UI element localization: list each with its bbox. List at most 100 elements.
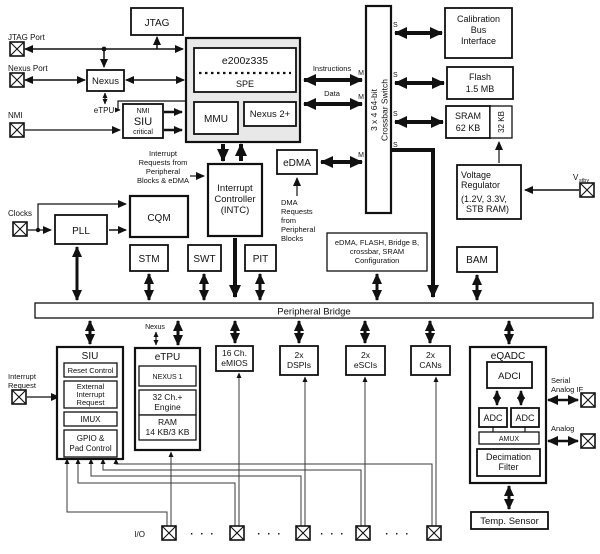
master-port-label-1: M — [358, 70, 364, 77]
eqadc-adc-right: ADC — [515, 413, 535, 423]
nexus-port-pad-icon — [9, 72, 25, 88]
flash-block: Flash 1.5 MB — [446, 66, 514, 100]
core-nexus2: Nexus 2+ — [250, 109, 291, 120]
io-pads: · · · · · · · · · · · · — [161, 525, 442, 541]
eqadc-block: eQADC ADCI ADC ADC AMUX Decimation Filte… — [468, 345, 548, 485]
nexus-block-label: Nexus — [92, 76, 119, 87]
emios-l2: eMIOS — [221, 358, 248, 368]
jtag-port: JTAG Port — [8, 33, 46, 57]
jtag-port-label: JTAG Port — [8, 33, 46, 42]
peripheral-bridge-label: Peripheral Bridge — [277, 307, 350, 318]
bridge-arrows-bottom — [85, 320, 514, 346]
core-spe: SPE — [236, 79, 254, 89]
pit-block: PIT — [244, 244, 277, 272]
stm-block: STM — [129, 244, 169, 272]
eqadc-decim-l1: Decimation — [486, 452, 531, 462]
etpu-title: eTPU — [155, 352, 181, 363]
can-block: 2x CANs — [410, 345, 451, 376]
core-name: e200z335 — [222, 55, 268, 67]
bus-arrows — [303, 74, 363, 168]
io-label: I/O — [134, 530, 145, 539]
esci-block: 2x eSCIs — [345, 345, 386, 376]
crossbar-line2: Crossbar Switch — [380, 79, 390, 141]
flash-l1: Flash — [469, 72, 491, 82]
jtag-port-pad-icon — [9, 41, 25, 57]
vstby-pad-icon — [579, 182, 595, 198]
esci-l1: 2x — [361, 350, 371, 360]
nexus-block: Nexus — [86, 69, 125, 92]
analog-label: Analog — [551, 424, 574, 433]
edma-label: eDMA — [283, 158, 311, 169]
vstby-label: V — [573, 173, 579, 182]
int-req-l2: Request — [8, 381, 37, 390]
vreg-l1: Voltage — [461, 170, 491, 180]
dspi-block: 2x DSPIs — [279, 345, 319, 376]
slave-port-label-1: S — [393, 22, 398, 29]
vreg-l4: STB RAM) — [466, 204, 509, 214]
bridge-arrows-top — [72, 246, 482, 301]
data-bus-label: Data — [324, 89, 341, 98]
siu-gpio-l2: Pad Control — [69, 444, 111, 453]
intc-block: Interrupt Controller (INTC) — [206, 162, 264, 238]
vstby-label-sub: stby — [579, 178, 589, 184]
config-block: eDMA, FLASH, Bridge B, crossbar, SRAM Co… — [326, 232, 428, 272]
nexus-port-label: Nexus Port — [8, 64, 48, 73]
siu-imux: IMUX — [81, 415, 102, 424]
dspi-l1: 2x — [295, 350, 305, 360]
eqadc-decim-l2: Filter — [499, 462, 519, 472]
swt-block: SWT — [187, 244, 222, 272]
io-pad-icon — [229, 525, 245, 541]
core-block: e200z335 SPE MMU Nexus 2+ — [184, 36, 302, 144]
pll-label: PLL — [72, 226, 90, 237]
calibration-l2: Bus — [471, 25, 487, 35]
pll-block: PLL — [54, 214, 108, 245]
esci-l2: eSCIs — [354, 360, 377, 370]
slave-port-label-2: S — [393, 72, 398, 79]
swt-label: SWT — [193, 254, 215, 265]
stm-label: STM — [138, 254, 159, 265]
nmi-pad-icon — [9, 122, 25, 138]
serial-analog-port: Serial Analog IF — [547, 376, 596, 408]
intc-req-l3: Peripheral — [146, 167, 181, 176]
voltage-regulator-block: Voltage Regulator (1.2V, 3.3V, STB RAM) — [456, 164, 522, 220]
dspi-l2: DSPIs — [287, 360, 311, 370]
temp-sensor-label: Temp. Sensor — [480, 516, 539, 527]
connector-lines-top — [24, 36, 185, 134]
serial-analog-pad-icon — [580, 392, 596, 408]
siu-ext-l3: Request — [77, 398, 106, 407]
dma-req-l4: Peripheral — [281, 225, 316, 234]
ellipsis: · · · — [385, 529, 411, 540]
can-l2: CANs — [419, 360, 441, 370]
emios-l1: 16 Ch. — [222, 348, 247, 358]
calibration-bus-block: Calibration Bus Interface — [444, 7, 513, 59]
eqadc-adci: ADCI — [498, 371, 521, 382]
clocks-label: Clocks — [8, 209, 32, 218]
etpu-engine-l1: 32 Ch.+ — [152, 392, 182, 402]
crossbar-switch-block: 3 x 4 64-bit Crossbar Switch — [364, 4, 393, 215]
etpu-ram-l1: RAM — [158, 417, 177, 427]
dma-request-annotation: DMA Requests from Peripheral Blocks — [281, 177, 316, 243]
nexus-tap-label: Nexus — [145, 324, 165, 331]
bam-block: BAM — [456, 246, 498, 273]
siu-ext-l2: Interrupt — [77, 390, 106, 399]
dma-req-l2: Requests — [281, 207, 313, 216]
ellipsis: · · · — [320, 529, 346, 540]
dma-req-l5: Blocks — [281, 234, 303, 243]
io-pad-icon — [426, 525, 442, 541]
dma-req-l1: DMA — [281, 198, 298, 207]
cqm-block: CQM — [128, 194, 190, 239]
edma-block: eDMA — [276, 149, 318, 175]
slave-port-label-4: S — [393, 142, 398, 149]
core-mmu: MMU — [204, 114, 228, 125]
can-l1: 2x — [426, 350, 436, 360]
emios-block: 16 Ch. eMIOS — [215, 345, 254, 372]
clock-wires — [28, 200, 127, 234]
siu-gpio-l1: GPIO & — [77, 434, 105, 443]
siu-critical-block: NMI SIU critical — [122, 103, 164, 139]
serial-if-l2: Analog IF — [551, 385, 584, 394]
interrupt-request-pad-icon — [11, 389, 27, 405]
intc-req-l1: Interrupt — [149, 149, 178, 158]
core-intc-arrows — [217, 143, 247, 298]
